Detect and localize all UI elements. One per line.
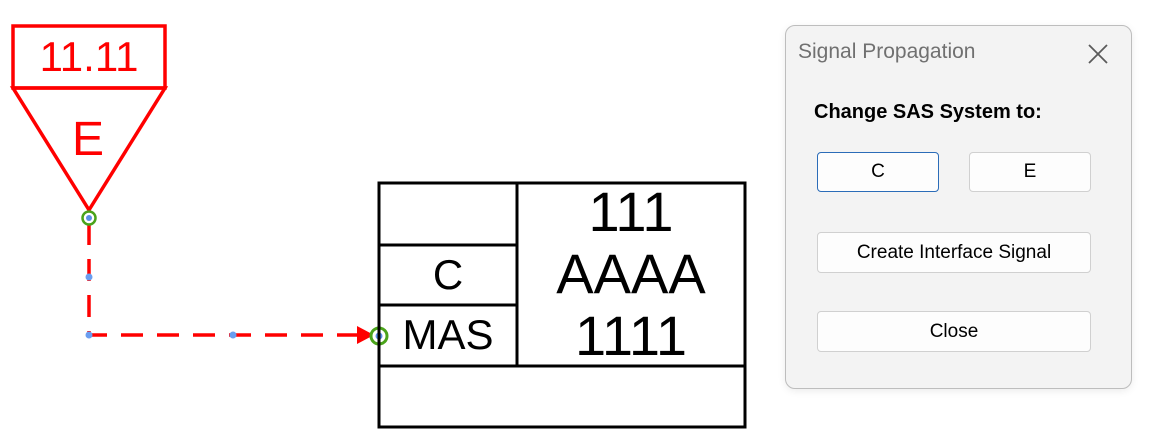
signal-connection[interactable] bbox=[87, 223, 374, 344]
tag-connection-point[interactable] bbox=[81, 210, 97, 226]
system-e-button[interactable]: E bbox=[969, 152, 1091, 192]
block-system-cell: C bbox=[432, 251, 464, 298]
block-line-2: AAAA bbox=[556, 242, 706, 305]
signal-tag-triangle bbox=[9, 86, 169, 214]
dialog-title: Signal Propagation bbox=[798, 40, 976, 63]
system-c-button[interactable]: C bbox=[817, 152, 939, 192]
connection-line bbox=[87, 223, 366, 337]
vertex-handle[interactable] bbox=[85, 273, 93, 281]
signal-propagation-dialog: Signal Propagation Change SAS System to:… bbox=[785, 25, 1132, 389]
close-button[interactable]: Close bbox=[817, 311, 1091, 352]
create-interface-signal-button[interactable]: Create Interface Signal bbox=[817, 232, 1091, 273]
close-icon[interactable] bbox=[1082, 38, 1114, 70]
signal-tag[interactable] bbox=[9, 24, 169, 214]
arrow-head-icon bbox=[357, 326, 374, 344]
block-line-1: 111 bbox=[588, 180, 674, 243]
dialog-prompt: Change SAS System to: bbox=[814, 101, 1042, 123]
block-line-3: 1111 bbox=[574, 304, 688, 367]
equipment-block[interactable] bbox=[377, 181, 747, 429]
vertex-handle[interactable] bbox=[229, 331, 237, 339]
signal-tag-value: 11.11 bbox=[39, 33, 139, 80]
block-type-cell: MAS bbox=[402, 311, 494, 358]
vertex-handle[interactable] bbox=[85, 331, 93, 339]
signal-tag-system: E bbox=[71, 113, 104, 166]
